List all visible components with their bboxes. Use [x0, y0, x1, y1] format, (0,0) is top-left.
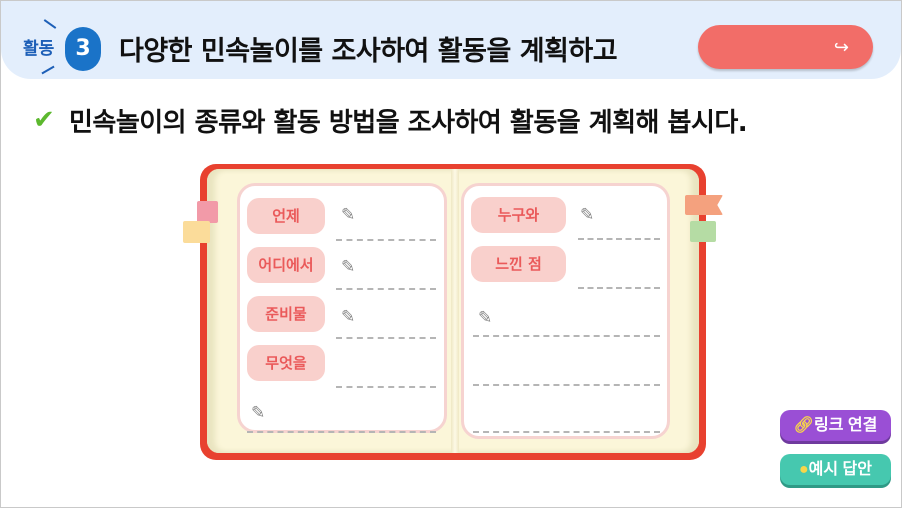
input-line-what[interactable] — [336, 386, 436, 388]
bookmark-tab — [690, 221, 716, 242]
example-answer-button[interactable]: ●예시 답안 — [780, 454, 891, 485]
activity-badge-label: 활동 — [23, 39, 55, 59]
instruction-text: 민속놀이의 종류와 활동 방법을 조사하여 활동을 계획해 봅시다. — [69, 108, 748, 138]
bookmark-flag — [685, 195, 723, 215]
input-line-impressions-4[interactable] — [473, 431, 660, 433]
pencil-icon: ✎ — [341, 205, 356, 225]
bookmark-tab — [183, 221, 210, 243]
input-line-impressions[interactable] — [578, 287, 660, 289]
input-line-when[interactable] — [336, 239, 436, 241]
pencil-icon: ✎ — [341, 307, 356, 327]
activity-badge-number: 3 — [65, 27, 101, 71]
exit-icon: ↪ — [833, 37, 849, 57]
checkmark-icon: ✔ — [33, 105, 55, 135]
input-line-with-whom[interactable] — [578, 238, 660, 240]
input-line-materials[interactable] — [336, 337, 436, 339]
input-line-where[interactable] — [336, 288, 436, 290]
input-line-impressions-3[interactable] — [473, 384, 660, 386]
input-line-what-detail[interactable] — [247, 431, 436, 433]
pencil-icon: ✎ — [478, 308, 493, 328]
notebook-spine — [451, 169, 459, 453]
pencil-icon: ✎ — [251, 403, 266, 423]
pencil-icon: ✎ — [580, 205, 595, 225]
label-where: 어디에서 — [247, 247, 325, 283]
pencil-icon: ✎ — [341, 257, 356, 277]
bookmark-tab — [197, 201, 218, 223]
label-with-whom: 누구와 — [471, 197, 566, 233]
label-impressions: 느낀 점 — [471, 246, 566, 282]
link-button-label: 링크 연결 — [813, 417, 878, 434]
lightbulb-icon: ● — [799, 461, 809, 478]
page-title: 다양한 민속놀이를 조사하여 활동을 계획하고 — [119, 36, 618, 67]
link-icon: 🔗︎ — [793, 417, 814, 434]
link-button[interactable]: 🔗︎링크 연결 — [780, 410, 891, 441]
example-answer-label: 예시 답안 — [808, 461, 872, 478]
exit-button[interactable]: ↪ — [698, 25, 873, 69]
label-materials: 준비물 — [247, 296, 325, 332]
label-what: 무엇을 — [247, 345, 325, 381]
input-line-impressions-2[interactable] — [473, 335, 660, 337]
label-when: 언제 — [247, 198, 325, 234]
